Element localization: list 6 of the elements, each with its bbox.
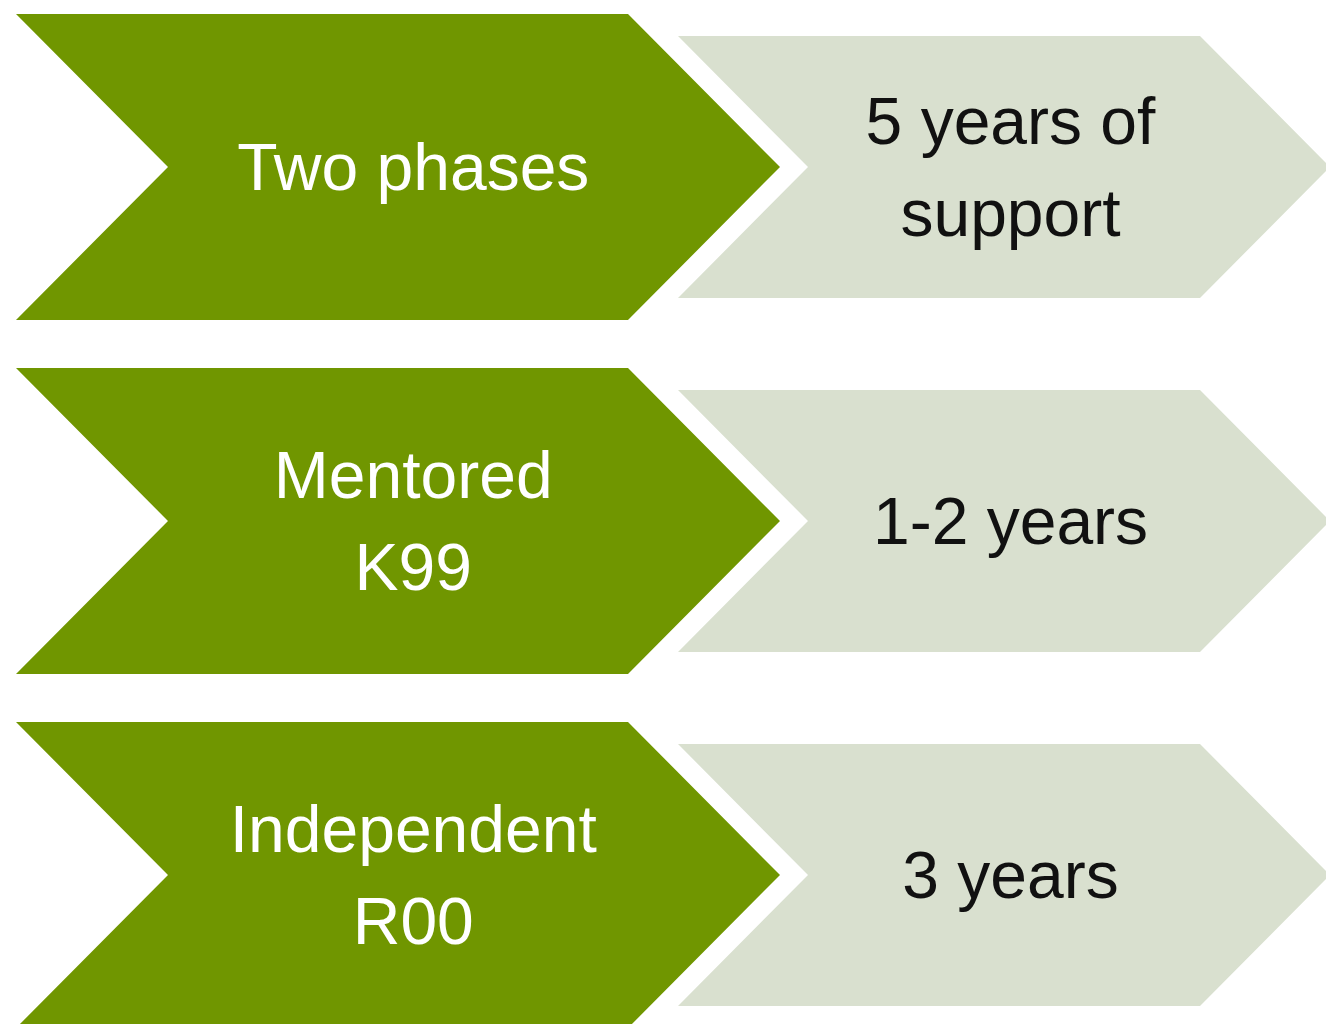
step-label: Independent R00 — [228, 790, 598, 960]
step-label: Two phases — [236, 128, 591, 206]
step-label: 1-2 years — [871, 482, 1150, 560]
step-label: Mentored K99 — [272, 436, 554, 606]
step-label: 5 years of support — [864, 82, 1157, 252]
step-label: 3 years — [901, 836, 1120, 914]
